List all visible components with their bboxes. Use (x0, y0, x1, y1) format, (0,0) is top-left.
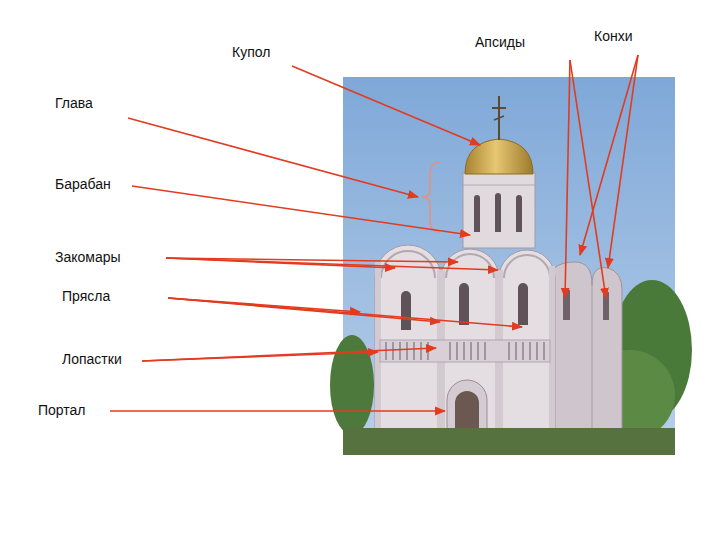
leader-line (292, 66, 480, 145)
drum-cornice (463, 185, 535, 186)
portal-door (455, 391, 479, 430)
window (459, 283, 469, 325)
leader-line (608, 55, 638, 268)
tree (330, 335, 374, 435)
cross (494, 116, 504, 120)
window (518, 283, 528, 325)
leader-line (110, 410, 445, 412)
drum (463, 173, 535, 248)
leader-line (580, 55, 638, 255)
leader-line (166, 258, 498, 270)
facade (375, 245, 555, 430)
window (563, 290, 570, 320)
leader-line (565, 60, 570, 298)
leader-lines (110, 55, 638, 411)
part-label: Апсиды (475, 34, 525, 50)
leader-line (570, 60, 606, 298)
part-label: Барабан (55, 176, 111, 192)
part-label: Лопастки (62, 351, 122, 367)
part-label: Закомары (55, 249, 121, 265)
leader-line (168, 298, 522, 327)
cross (492, 107, 506, 109)
part-label: Портал (38, 402, 86, 418)
leader-line (132, 186, 470, 235)
portal (447, 380, 487, 430)
part-label: Купол (232, 44, 270, 60)
leader-line (142, 348, 436, 361)
part-label: Глава (55, 95, 93, 111)
apse (548, 262, 622, 430)
leader-line (128, 118, 418, 197)
window (401, 291, 411, 330)
arcade-belt (380, 340, 550, 362)
apse-edge (592, 285, 593, 430)
part-label: Прясла (62, 288, 110, 304)
bracket (422, 162, 440, 232)
part-label: Конхи (594, 28, 633, 44)
dome (465, 139, 533, 174)
bushes (343, 428, 675, 455)
drum-window (474, 193, 522, 232)
zakomara-arch (381, 251, 550, 278)
arcade-columns (386, 342, 544, 360)
